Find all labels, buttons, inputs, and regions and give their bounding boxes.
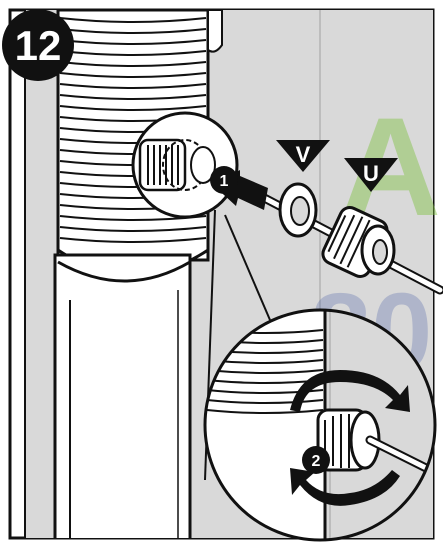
action-2-label: 2 [312, 453, 321, 470]
collar [208, 10, 222, 52]
step-badge: 12 [2, 9, 74, 81]
action-1-label: 1 [220, 173, 229, 190]
drain-pipe [55, 10, 208, 545]
part-v-label: V [296, 142, 311, 167]
pivot-port-detail [133, 113, 237, 217]
part-u-label: U [363, 161, 379, 186]
washer-v [280, 184, 316, 236]
step-number: 12 [15, 22, 62, 69]
